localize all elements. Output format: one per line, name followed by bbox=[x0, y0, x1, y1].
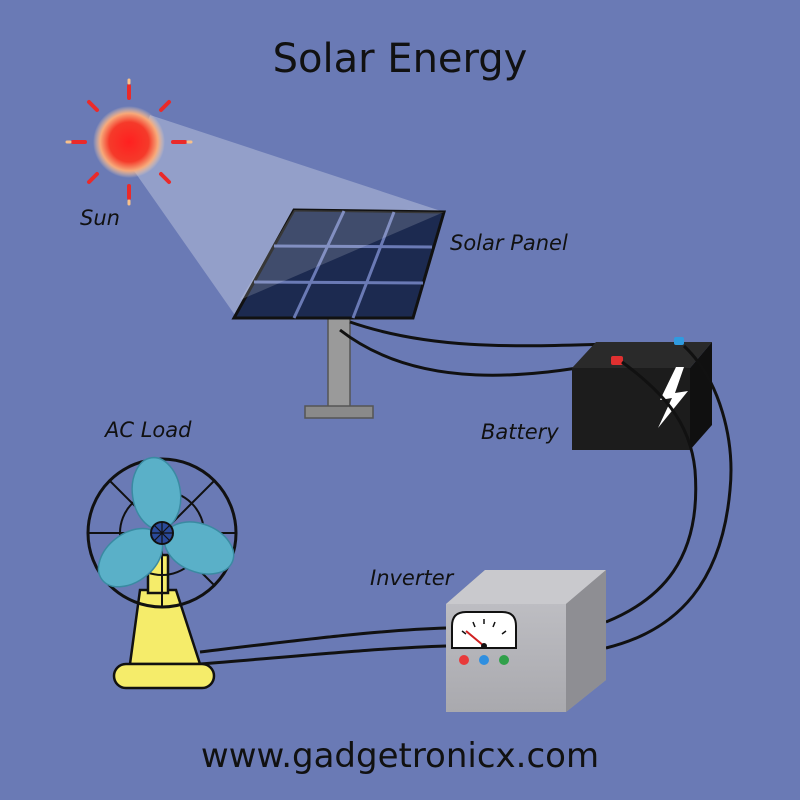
solar-panel-icon bbox=[231, 208, 446, 320]
panel-stand bbox=[304, 317, 374, 419]
lightning-icon bbox=[658, 367, 688, 428]
battery-terminal-negative bbox=[674, 337, 684, 345]
fan-icon bbox=[86, 456, 238, 690]
inverter-icon bbox=[446, 570, 606, 712]
sun-label: Sun bbox=[80, 206, 120, 230]
sun-light-beam bbox=[132, 115, 444, 318]
ac-load-label: AC Load bbox=[105, 418, 192, 442]
solar-panel-label: Solar Panel bbox=[450, 231, 568, 255]
inverter-label: Inverter bbox=[370, 566, 454, 590]
inverter-led-red bbox=[459, 655, 469, 665]
inverter-led-green bbox=[499, 655, 509, 665]
sun-icon bbox=[65, 78, 193, 206]
wire-battery-to-inverter bbox=[605, 344, 733, 650]
meter-icon bbox=[451, 611, 517, 649]
diagram-title: Solar Energy bbox=[272, 36, 528, 82]
wire-inverter-to-load bbox=[199, 626, 447, 666]
website-footer[interactable]: www.gadgetronicx.com bbox=[200, 736, 600, 776]
battery-terminal-positive bbox=[611, 356, 623, 365]
inverter-led-blue bbox=[479, 655, 489, 665]
battery-label: Battery bbox=[481, 420, 559, 444]
